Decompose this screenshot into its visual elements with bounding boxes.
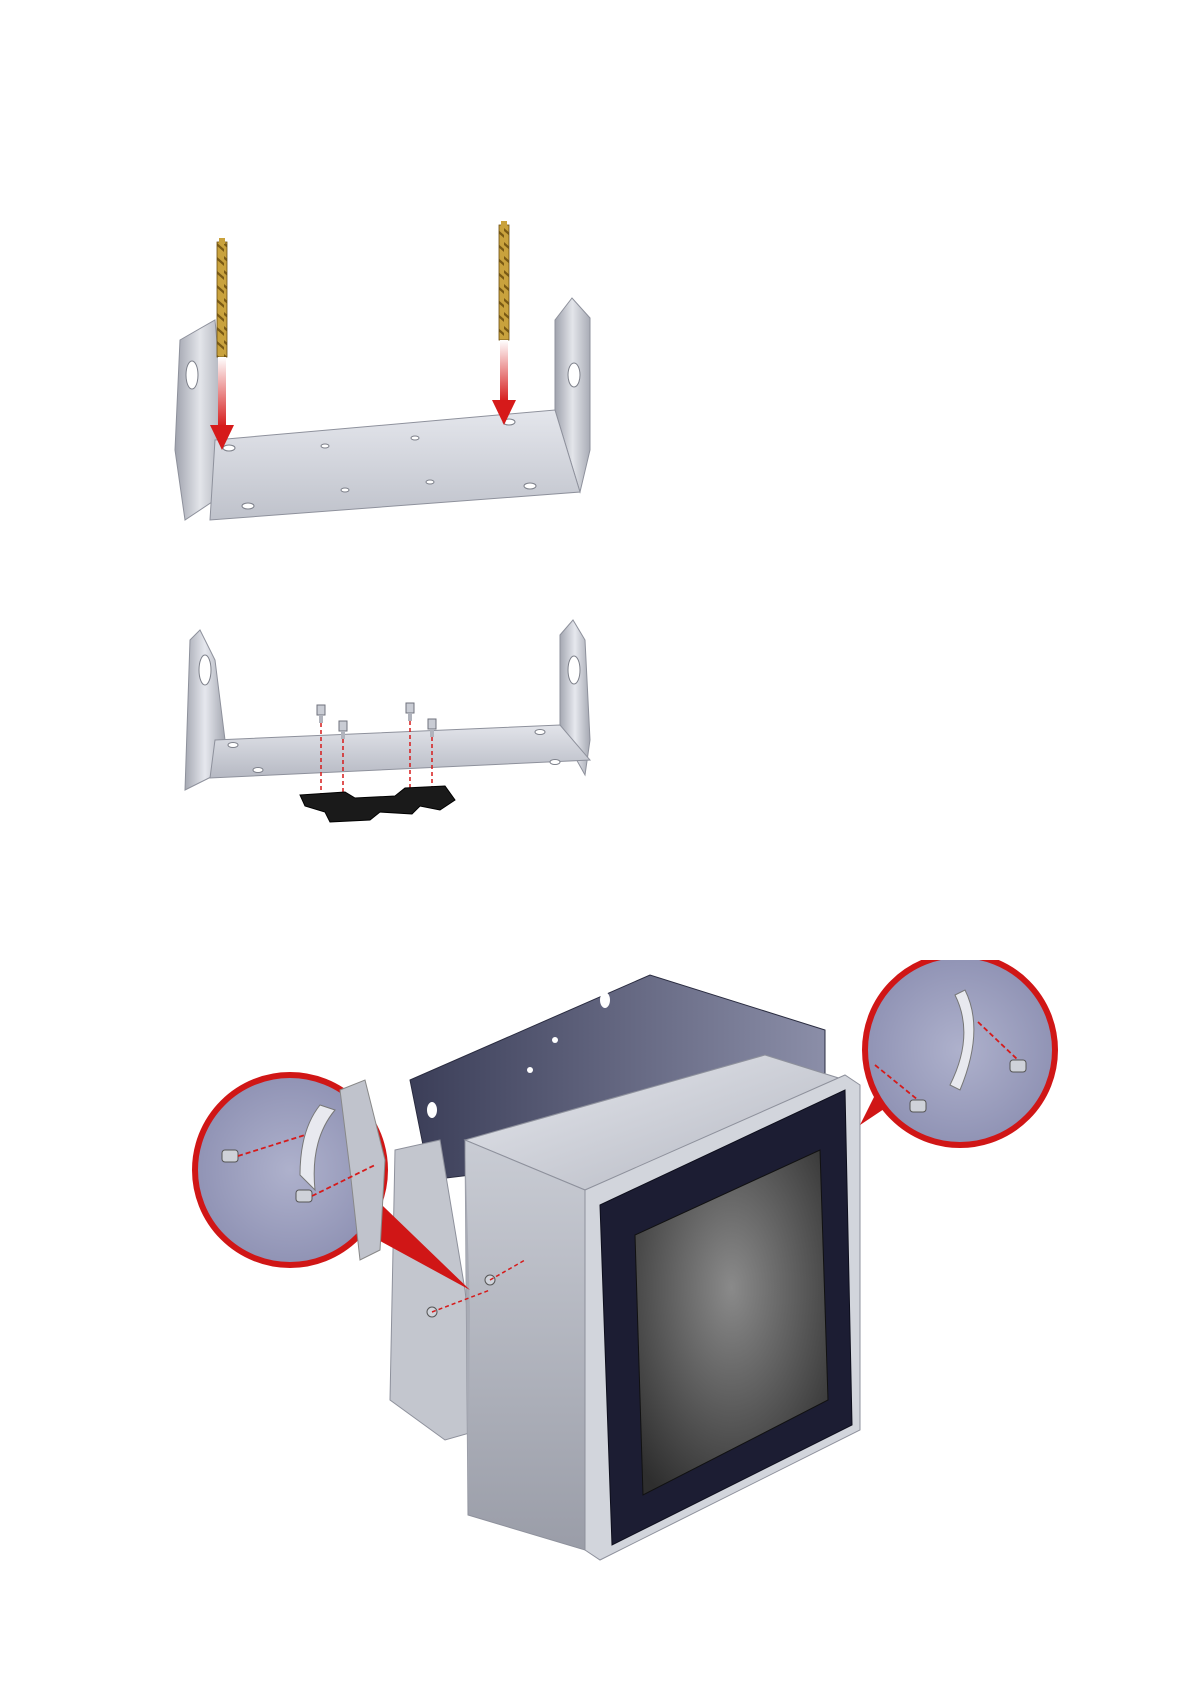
right-wall-hole — [568, 363, 580, 387]
figure-mount-panel — [0, 960, 1191, 1580]
right-wall-hole — [568, 656, 580, 684]
stand-plate — [300, 786, 455, 822]
panel-rear-housing-side — [465, 1140, 585, 1550]
magnifier-callout-icon — [860, 960, 1055, 1145]
drill-bit-icon — [217, 238, 227, 357]
keyhole-slot — [600, 992, 610, 1008]
figure-attach-stand-plate — [0, 600, 700, 900]
attach-plate-svg — [0, 600, 700, 900]
bracket-base-plate — [210, 410, 580, 520]
left-wall-hole — [199, 655, 211, 685]
left-wall-hole — [186, 361, 198, 389]
screw-icon — [910, 1100, 926, 1112]
drill-bit-icon — [499, 221, 509, 340]
bracket-hole — [552, 1037, 558, 1043]
mount-panel-svg — [0, 960, 1191, 1580]
bracket-hole — [527, 1067, 533, 1073]
keyhole-slot — [427, 1102, 437, 1118]
down-arrow-icon — [492, 340, 516, 425]
drill-bracket-svg — [0, 200, 700, 580]
screw-icon — [317, 705, 325, 723]
screw-icon — [296, 1190, 312, 1202]
figure-drill-bracket — [0, 200, 700, 580]
screw-icon — [1010, 1060, 1026, 1072]
screw-icon — [406, 703, 414, 721]
callout-circle-right — [865, 960, 1055, 1145]
screw-icon — [222, 1150, 238, 1162]
bracket-base-plate — [210, 725, 590, 778]
